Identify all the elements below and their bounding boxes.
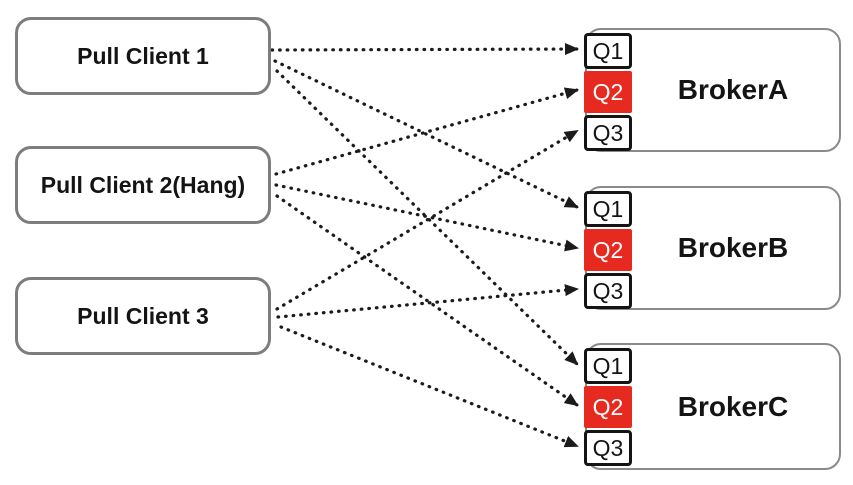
broker-c-queue-q1: Q1 xyxy=(584,348,632,384)
broker-b-queue-q3: Q3 xyxy=(584,273,632,309)
edge-client-3-to-broker-a-q3 xyxy=(275,129,579,311)
edge-client-2-to-broker-b-q2 xyxy=(274,183,579,252)
edge-client-2-to-broker-c-q2 xyxy=(275,194,579,407)
broker-a-label: BrokerA xyxy=(677,74,789,105)
broker-a-queue-q1: Q1 xyxy=(584,33,632,69)
node-broker-c: BrokerC Q1 Q2 Q3 xyxy=(584,343,841,470)
broker-b-label: BrokerB xyxy=(677,232,789,263)
node-broker-b: BrokerB Q1 Q2 Q3 xyxy=(584,186,841,310)
edge-client-2-to-broker-a-q2 xyxy=(274,87,579,176)
broker-a-queue-q2-highlighted: Q2 xyxy=(584,71,632,113)
edge-client-3-to-broker-b-q3 xyxy=(276,284,579,319)
broker-a-queue-stack: Q1 Q2 Q3 xyxy=(584,33,632,151)
edge-client-1-to-broker-a-q1 xyxy=(270,43,579,56)
broker-c-queue-q2-highlighted: Q2 xyxy=(584,386,632,428)
node-broker-a: BrokerA Q1 Q2 Q3 xyxy=(584,28,841,152)
node-pull-client-1: Pull Client 1 xyxy=(15,17,271,95)
broker-c-label: BrokerC xyxy=(677,390,789,422)
node-pull-client-2-hang: Pull Client 2(Hang) xyxy=(15,146,271,224)
broker-c-queue-stack: Q1 Q2 Q3 xyxy=(584,348,632,466)
node-pull-client-3: Pull Client 3 xyxy=(15,277,271,355)
broker-a-queue-q3: Q3 xyxy=(584,115,632,151)
edge-client-3-to-broker-c-q3 xyxy=(279,325,579,448)
broker-c-queue-q3: Q3 xyxy=(584,430,632,466)
pull-client-1-label: Pull Client 1 xyxy=(77,42,209,69)
pull-client-3-label: Pull Client 3 xyxy=(77,302,209,329)
broker-b-queue-stack: Q1 Q2 Q3 xyxy=(584,191,632,309)
broker-b-queue-q2-highlighted: Q2 xyxy=(584,229,632,271)
broker-b-queue-q1: Q1 xyxy=(584,191,632,227)
edge-client-1-to-broker-c-q1 xyxy=(275,69,579,366)
edge-client-1-to-broker-b-q1 xyxy=(273,59,579,209)
pull-client-2-label: Pull Client 2(Hang) xyxy=(40,171,246,198)
